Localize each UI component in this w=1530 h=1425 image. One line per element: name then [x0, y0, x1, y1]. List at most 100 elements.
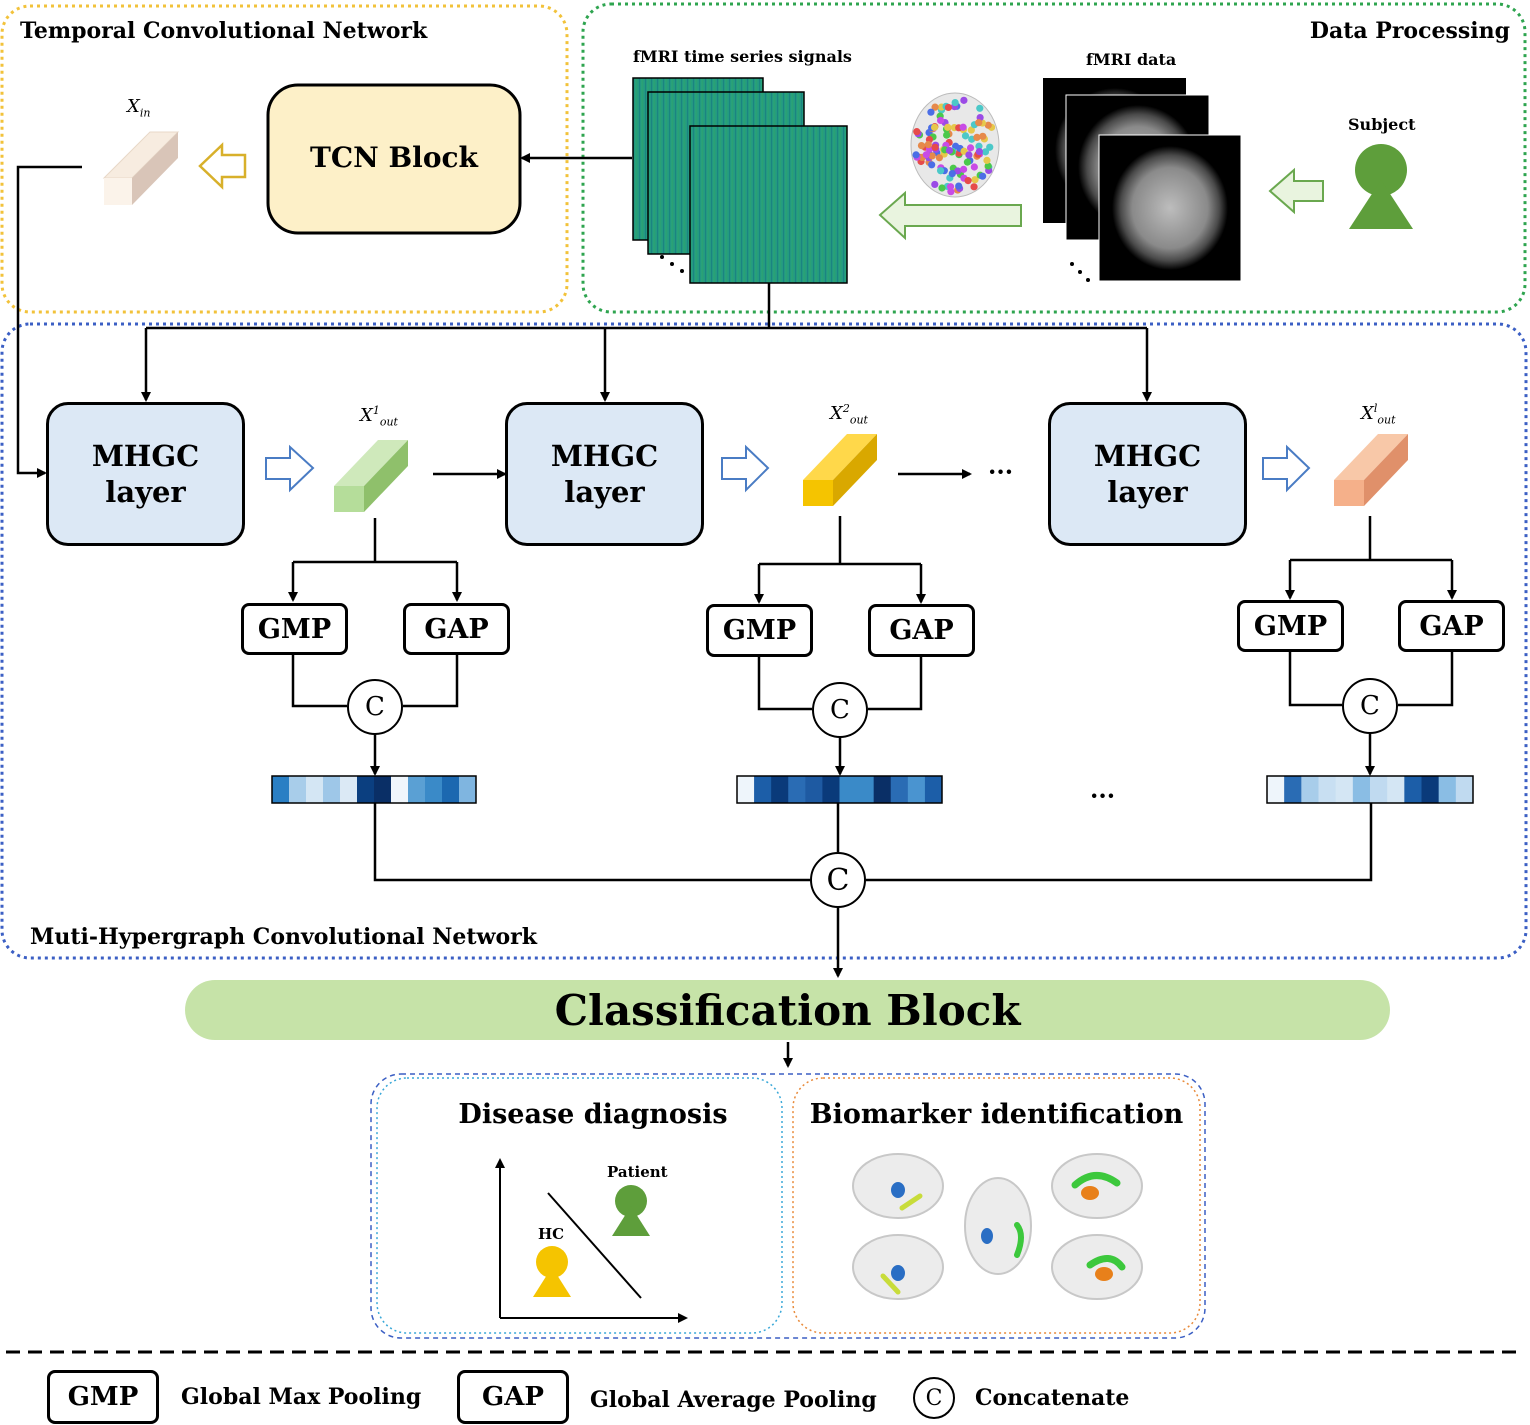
vector-cell: [822, 776, 840, 803]
atlas-dot: [931, 180, 939, 189]
xin-label: Xin: [127, 96, 151, 120]
vector-cell: [890, 776, 909, 803]
fmri-to-atlas-arrow: [878, 190, 1022, 241]
diagnosis-plot: [495, 1158, 688, 1323]
hc-label: HC: [538, 1225, 565, 1243]
gmp-box-2: GMP: [706, 604, 813, 657]
tcn-to-xin-arrow: [198, 142, 247, 190]
xout-l-label: Xlout: [1361, 402, 1396, 427]
vector-cell: [1455, 776, 1474, 803]
vector-cell: [1301, 776, 1319, 803]
atlas-dot: [947, 188, 955, 196]
legend-concat-circle: C: [913, 1377, 955, 1419]
vector-cell: [289, 776, 307, 803]
signals-label: fMRI time series signals: [633, 47, 852, 66]
legend-concat-text: Concatenate: [975, 1385, 1130, 1411]
vector-cell: [459, 776, 477, 803]
vector-cell: [1421, 776, 1440, 803]
pooled-vector-1: [271, 775, 477, 804]
mhgcn-section-title: Muti-Hypergraph Convolutional Network: [30, 924, 537, 950]
patient-label: Patient: [607, 1163, 668, 1181]
feature-bar-2: [803, 434, 877, 506]
vector-cell: [408, 776, 426, 803]
vector-cell: [340, 776, 358, 803]
vector-cell: [442, 776, 460, 803]
atlas-dot: [944, 103, 953, 112]
legend-gmp-box: GMP: [47, 1370, 159, 1424]
fmri-data-label: fMRI data: [1086, 50, 1177, 69]
vector-cell: [856, 776, 875, 803]
vector-cell: [771, 776, 789, 803]
atlas-dot: [924, 140, 932, 149]
atlas-dot: [979, 132, 987, 140]
atlas-dot: [952, 142, 960, 150]
atlas-dot: [965, 151, 973, 159]
vector-cell: [323, 776, 341, 803]
biomarker-identification-title: Biomarker identification: [809, 1099, 1184, 1130]
gap-box-2: GAP: [868, 604, 975, 657]
concat-circle-1: C: [347, 679, 403, 735]
outputs-container-border: [370, 1073, 1206, 1339]
atlas-dot: [928, 152, 936, 160]
tcn-section-border: [0, 4, 569, 314]
vector-border: [271, 775, 477, 804]
legend-gmp-text: Global Max Pooling: [181, 1384, 422, 1410]
atlas-dot: [967, 126, 975, 134]
vector-cell: [1387, 776, 1405, 803]
subject-icon: [1349, 144, 1413, 229]
vector-cell: [788, 776, 806, 803]
atlas-dot: [983, 156, 991, 164]
atlas-dot: [960, 96, 968, 104]
atlas-dot: [979, 172, 987, 180]
gmp-box-3: GMP: [1237, 600, 1344, 652]
pooled-vector-2: [736, 775, 943, 804]
atlas-dot: [984, 162, 992, 170]
disease-panel-border: [376, 1077, 783, 1334]
brain-atlas-image: [910, 92, 1000, 198]
atlas-dot: [928, 161, 936, 169]
atlas-dot: [927, 108, 935, 116]
signals-distribution-lines: [16, 165, 1152, 478]
atlas-dot: [973, 133, 981, 141]
atlas-dot: [943, 131, 951, 139]
vector-cell: [272, 776, 290, 803]
atlas-dot: [963, 158, 972, 166]
atlas-dot: [975, 142, 983, 150]
data-processing-section-border: [581, 2, 1527, 314]
atlas-dot: [931, 103, 939, 111]
concat-circle-3: C: [1342, 678, 1398, 734]
atlas-dot: [936, 116, 945, 125]
gmp-box-1: GMP: [241, 603, 348, 655]
vector-cell: [839, 776, 858, 803]
vector-cell: [1267, 776, 1285, 803]
atlas-dot: [930, 123, 939, 131]
vector-cell: [907, 776, 926, 803]
atlas-dot: [945, 146, 954, 155]
atlas-dot: [944, 123, 952, 131]
atlas-dot: [964, 177, 972, 185]
vector-cell: [374, 776, 392, 803]
biomarker-panel-border: [792, 1077, 1201, 1334]
atlas-dot: [976, 104, 984, 112]
atlas-dot: [912, 151, 920, 159]
vectors-ellipsis: ···: [1090, 781, 1116, 810]
feature-bar-3: [1334, 434, 1408, 506]
fmri-signals-stack: [632, 77, 848, 284]
atlas-dot: [966, 144, 975, 152]
vector-cell: [1352, 776, 1371, 803]
subject-label: Subject: [1348, 115, 1416, 134]
vector-border: [1266, 775, 1474, 804]
vector-cell: [873, 776, 892, 803]
atlas-dot: [970, 163, 978, 171]
atlas-dot: [936, 167, 945, 175]
layers-ellipsis: ···: [988, 457, 1014, 486]
atlas-dot: [951, 98, 959, 107]
layer-output-arrows: [265, 444, 1311, 493]
atlas-dot: [931, 143, 939, 151]
gap-box-1: GAP: [403, 603, 510, 655]
vector-cell: [737, 776, 755, 803]
vector-border: [736, 775, 943, 804]
